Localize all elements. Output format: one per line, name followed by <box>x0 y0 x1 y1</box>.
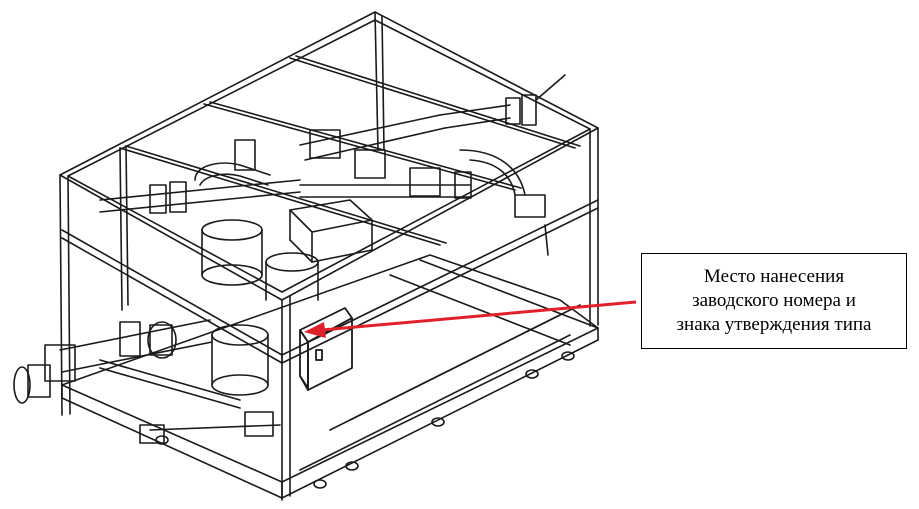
callout-arrow <box>304 300 637 338</box>
frame-base <box>61 254 599 499</box>
inlet-pipeline <box>13 319 281 444</box>
rear-pipeline <box>299 74 566 256</box>
junction-box <box>299 307 353 391</box>
heat-exchanger <box>289 199 373 263</box>
filter-vessel-left <box>201 219 263 286</box>
frame-posts <box>59 11 599 501</box>
filter-vessel-right <box>265 252 319 301</box>
frame-top <box>59 11 599 301</box>
callout-line-1: Место нанесения <box>703 266 845 287</box>
lower-vessel <box>211 324 269 396</box>
marking-location-callout: Место нанесения заводского номера и знак… <box>641 253 907 349</box>
valve-cluster <box>99 129 472 214</box>
frame-mid <box>61 199 599 364</box>
callout-line-2: заводского номера и <box>692 290 856 311</box>
callout-line-3: знака утверждения типа <box>676 314 872 335</box>
